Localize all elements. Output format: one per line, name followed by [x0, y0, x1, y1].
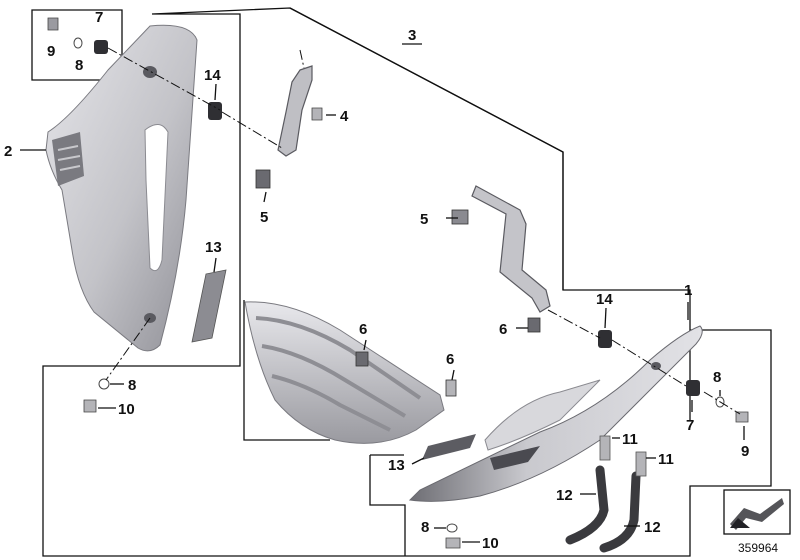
hose-part-12-a	[565, 465, 609, 545]
frame-inner-spoiler	[243, 300, 330, 441]
callout-5b: 5	[420, 211, 428, 228]
callout-9a: 9	[47, 43, 55, 60]
callout-7b: 7	[686, 417, 694, 434]
callout-11b: 11	[658, 451, 674, 468]
centre-bracket-part	[451, 185, 551, 313]
side-panel-part	[45, 24, 198, 352]
callout-4: 4	[340, 108, 349, 125]
pad-part-13-a	[191, 269, 227, 343]
callout-6c: 6	[499, 321, 507, 338]
callout-9b: 9	[741, 443, 749, 460]
callout-1: 1	[684, 282, 692, 299]
pad-part-13-b	[422, 434, 476, 460]
fastener-parts	[47, 17, 749, 549]
callout-13a: 13	[205, 239, 222, 256]
callout-2: 2	[4, 143, 12, 160]
callout-labels: 1 2 3 4 5 5 6 6 6 7 7 8 8 8 8 9 9 10 10 …	[4, 9, 749, 552]
callout-10b: 10	[482, 535, 499, 552]
reference-icon	[723, 489, 791, 535]
callout-8a: 8	[75, 57, 83, 74]
callout-3: 3	[408, 27, 416, 44]
lower-spoiler-part	[244, 301, 445, 444]
callout-14b: 14	[596, 291, 613, 308]
callout-8b: 8	[128, 377, 136, 394]
callout-13b: 13	[388, 457, 405, 474]
side-bar-part	[408, 325, 703, 502]
callout-11a: 11	[622, 431, 638, 448]
callout-14a: 14	[204, 67, 221, 84]
callout-6b: 6	[446, 351, 454, 368]
callout-10a: 10	[118, 401, 135, 418]
hose-part-12-b	[599, 471, 641, 553]
callout-12a: 12	[556, 487, 573, 504]
assembly-axes	[105, 47, 741, 415]
frame-lower-section	[369, 455, 406, 556]
callout-5a: 5	[260, 209, 268, 226]
frame-part-1-group	[289, 7, 564, 290]
callout-8c: 8	[713, 369, 721, 386]
leader-lines	[20, 43, 745, 543]
callout-7a: 7	[95, 9, 103, 26]
callout-8d: 8	[421, 519, 429, 536]
nipple-part-11	[599, 435, 647, 477]
callout-6a: 6	[359, 321, 367, 338]
callout-12b: 12	[644, 519, 661, 536]
reference-number: 359964	[738, 541, 778, 555]
upper-bracket-part	[255, 65, 313, 189]
